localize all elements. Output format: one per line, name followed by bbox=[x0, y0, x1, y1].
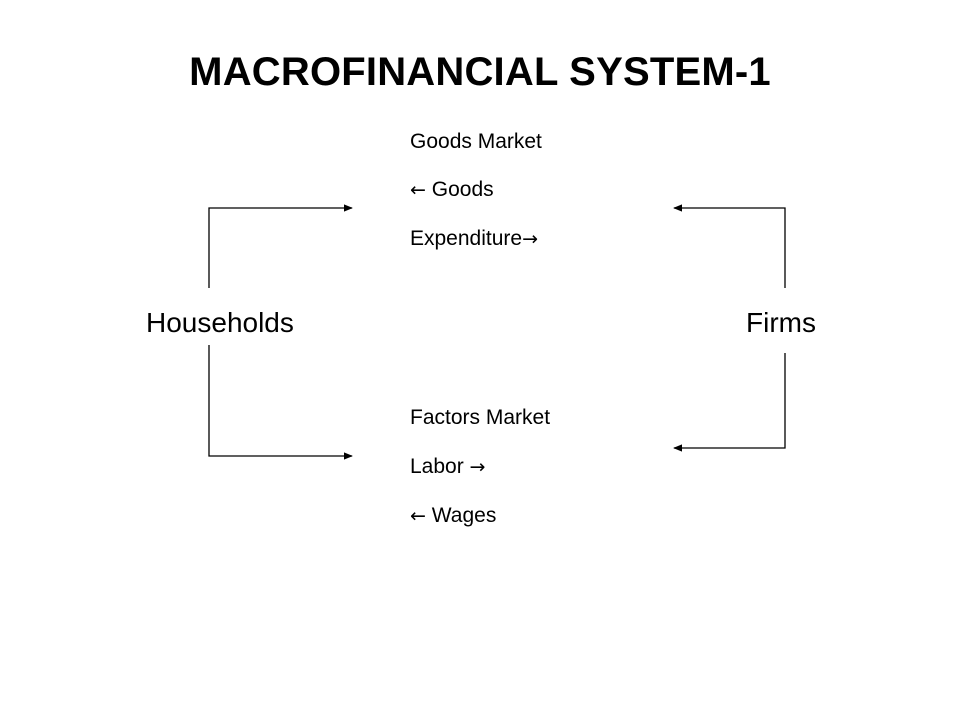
goods-flow-label: ← Goods bbox=[410, 177, 494, 203]
firms-to-factors-market-arrow bbox=[673, 353, 786, 452]
households-to-factors-market-arrow bbox=[208, 345, 353, 460]
right-arrow-icon: → bbox=[469, 456, 486, 478]
diagram-title: MACROFINANCIAL SYSTEM-1 bbox=[189, 50, 771, 94]
households-to-goods-market-arrow bbox=[208, 204, 353, 288]
factors-market-title: Factors Market bbox=[410, 406, 551, 429]
labor-flow-label: Labor → bbox=[410, 454, 485, 480]
expenditure-text: Expenditure bbox=[410, 227, 523, 250]
right-arrow-icon: → bbox=[522, 228, 538, 250]
labor-text: Labor bbox=[410, 455, 470, 478]
left-arrow-icon: ← bbox=[410, 179, 426, 201]
households-node: Households bbox=[146, 307, 294, 338]
firms-node: Firms bbox=[746, 307, 816, 338]
expenditure-flow-label: Expenditure→ bbox=[410, 226, 538, 252]
wages-text: Wages bbox=[425, 504, 497, 527]
left-arrow-icon: ← bbox=[410, 505, 426, 527]
goods-market-title: Goods Market bbox=[410, 130, 542, 153]
wages-flow-label: ← Wages bbox=[410, 503, 496, 529]
firms-to-goods-market-arrow bbox=[673, 204, 786, 288]
goods-text: Goods bbox=[425, 178, 494, 201]
